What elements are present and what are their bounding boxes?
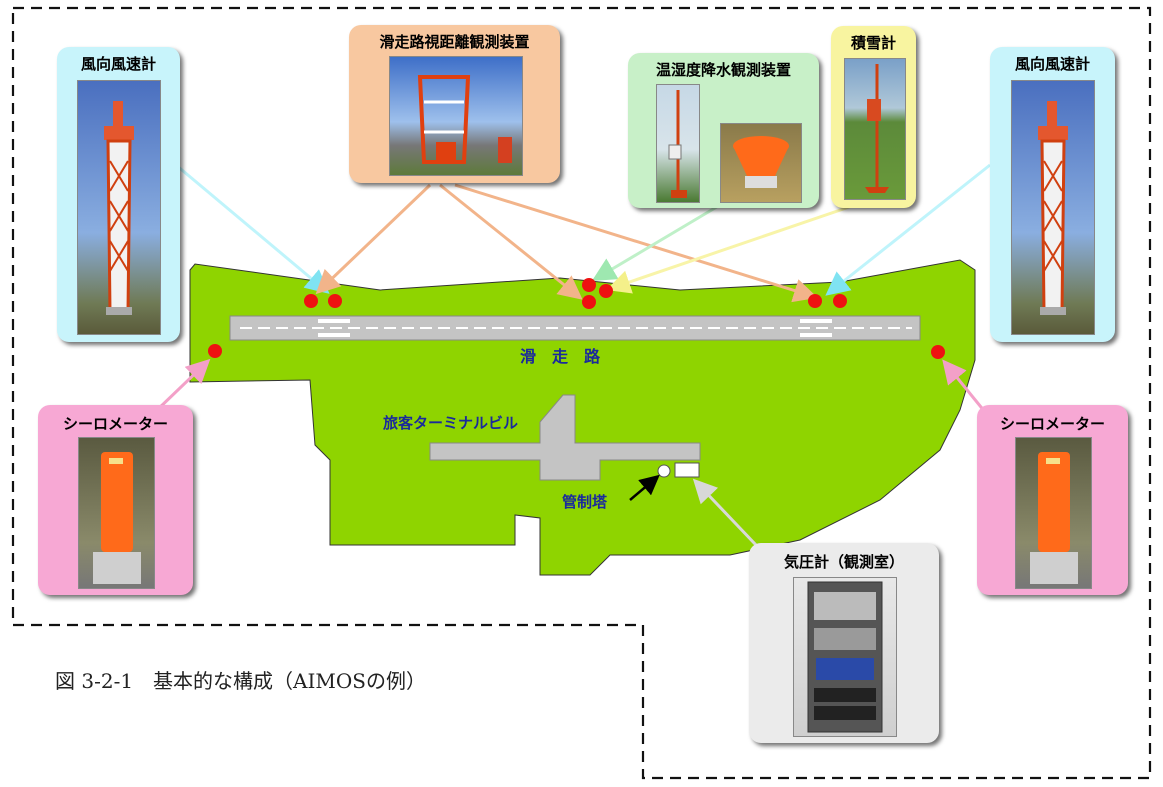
dashed-boundary — [11, 6, 1152, 780]
arrow — [606, 203, 856, 294]
rain-gauge-photo — [720, 123, 802, 203]
figure-caption: 図 3-2-1 基本的な構成（AIMOSの例） — [55, 669, 426, 693]
box-title: 風向風速計 — [1014, 55, 1090, 73]
arrow — [591, 203, 721, 282]
runway-marking — [800, 333, 832, 337]
ceilometer-photo — [1015, 437, 1092, 589]
wind-tower-photo — [1011, 80, 1095, 335]
sensor-dot — [599, 284, 613, 298]
temp-humidity-box: 温湿度降水観測装置 — [628, 53, 819, 208]
rvr-photo — [389, 56, 523, 176]
mast-icon — [668, 90, 687, 198]
ceilometer-icon — [93, 452, 141, 584]
ceilometer-box-right: シーロメーター — [977, 405, 1128, 595]
sensor-dot — [833, 294, 847, 308]
sensor-dot — [208, 344, 222, 358]
snow-gauge-box: 積雪計 — [831, 26, 916, 208]
runway-marking — [800, 319, 832, 323]
sensor-dots — [208, 278, 945, 359]
terminal-label: 旅客ターミナルビル — [383, 414, 519, 432]
runway-marking — [318, 333, 350, 337]
rvr-sensor-box: 滑走路視距離観測装置 — [349, 25, 560, 183]
sensor-dot — [582, 295, 596, 309]
ceilometer-icon — [1030, 452, 1078, 584]
box-title: 風向風速計 — [80, 55, 156, 73]
observation-room — [674, 462, 700, 478]
server-rack-icon — [807, 581, 883, 733]
tower-icon — [1038, 101, 1068, 315]
sensor-dot — [582, 278, 596, 292]
snow-gauge-icon — [865, 64, 889, 193]
sensor-dot — [304, 294, 318, 308]
wind-sensor-box-left: 風向風速計 — [57, 47, 180, 342]
tower-label: 管制塔 — [562, 493, 608, 511]
arrow — [825, 163, 991, 296]
arrow — [629, 474, 660, 501]
box-title: シーロメーター — [62, 415, 168, 433]
box-title: 気圧計（観測室） — [783, 553, 904, 571]
box-title: シーロメーター — [999, 415, 1105, 433]
tower-icon — [104, 101, 134, 315]
wind-sensor-box-right: 風向風速計 — [990, 47, 1115, 342]
runway-marking — [318, 319, 350, 323]
arrow — [439, 183, 583, 300]
barometer-box: 気圧計（観測室） — [749, 543, 939, 743]
sensor-dot — [808, 294, 822, 308]
box-title: 滑走路視距離観測装置 — [379, 33, 530, 51]
ceilometer-box-left: シーロメーター — [38, 405, 193, 595]
arrow — [454, 183, 818, 303]
sensor-dot — [931, 345, 945, 359]
box-title: 積雪計 — [850, 34, 896, 52]
ceilometer-photo — [78, 437, 155, 589]
arrow — [169, 158, 330, 294]
arrow — [315, 183, 432, 295]
rain-gauge-icon — [733, 136, 789, 188]
arrow — [153, 358, 211, 414]
snow-photo — [844, 58, 906, 200]
sensor-dot — [328, 294, 342, 308]
control-tower-dot — [657, 464, 671, 478]
airport-area — [189, 259, 976, 576]
wind-tower-photo — [77, 80, 161, 335]
rvr-icon — [417, 75, 512, 164]
barometer-rack-photo — [793, 577, 897, 737]
box-title: 温湿度降水観測装置 — [655, 61, 791, 79]
terminal-building — [429, 394, 701, 481]
arrow — [692, 478, 758, 547]
arrow — [942, 359, 987, 413]
runway-label: 滑 走 路 — [520, 347, 601, 366]
temp-photo — [656, 84, 700, 203]
